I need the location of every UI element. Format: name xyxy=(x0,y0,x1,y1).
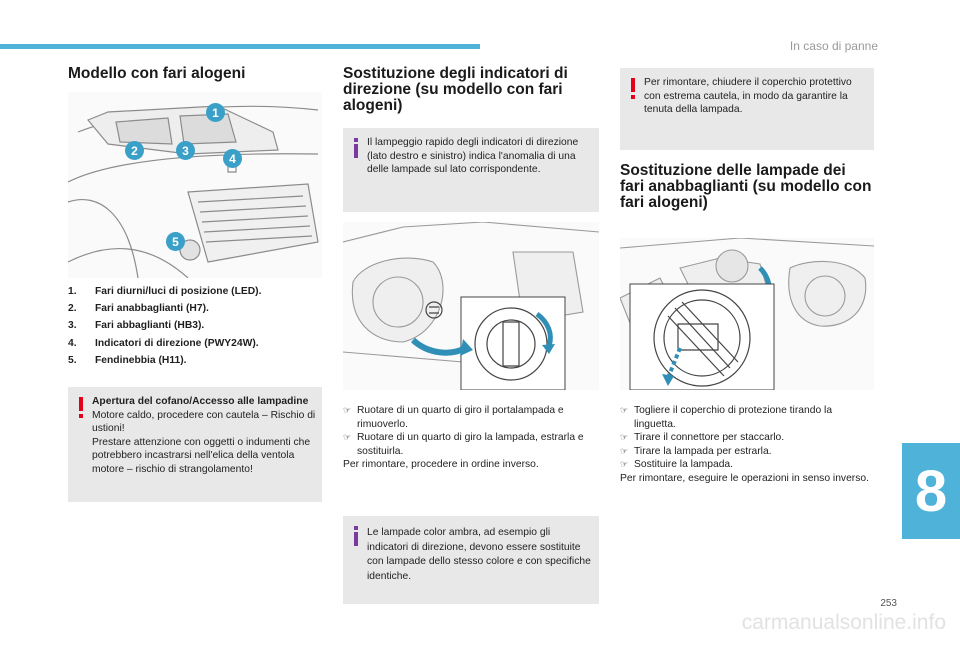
callout-2: 2 xyxy=(125,141,144,160)
dipped-beam-steps: ☞Togliere il coperchio di protezione tir… xyxy=(620,404,874,486)
warning-title: Apertura del cofano/Accesso alle lampadi… xyxy=(92,396,309,407)
finger-icon: ☞ xyxy=(620,459,629,470)
closing-text: Per rimontare, eseguire le operazioni in… xyxy=(620,472,869,484)
warning-icon xyxy=(631,78,635,99)
section-title: In caso di panne xyxy=(789,39,878,53)
warning-text: Prestare attenzione con oggetti o indume… xyxy=(92,436,311,475)
callout-3: 3 xyxy=(176,141,195,160)
list-item: ☞Sostituire la lampada. xyxy=(620,459,734,471)
column-indicators: Sostituzione degli indicatori di direzio… xyxy=(343,66,599,114)
callout-4: 4 xyxy=(223,149,242,168)
warning-box-cover: Per rimontare, chiudere il coperchio pro… xyxy=(620,68,874,150)
warning-text: Motore caldo, procedere con cautela – Ri… xyxy=(92,409,316,435)
info-text: Le lampade color ambra, ad esempio gli i… xyxy=(367,527,591,582)
finger-icon: ☞ xyxy=(620,445,629,456)
legend-item: 1.Fari diurni/luci di posizione (LED). xyxy=(68,286,262,297)
callout-1: 1 xyxy=(206,103,225,122)
warning-box-bonnet: Apertura del cofano/Accesso alle lampadi… xyxy=(68,387,322,502)
info-icon xyxy=(354,526,358,546)
warning-icon xyxy=(79,397,83,418)
header-bar xyxy=(0,44,480,49)
headlamp-illustration xyxy=(68,92,322,278)
info-icon xyxy=(354,138,358,158)
watermark: carmanualsonline.info xyxy=(741,611,946,634)
list-item: ☞Togliere il coperchio di protezione tir… xyxy=(620,405,833,430)
info-text: Il lampeggio rapido degli indicatori di … xyxy=(367,137,579,175)
callout-5: 5 xyxy=(166,232,185,251)
legend-item: 3.Fari abbaglianti (HB3). xyxy=(68,320,205,332)
legend-item: 5.Fendinebbia (H11). xyxy=(68,354,187,366)
list-item: ☞Ruotare di un quarto di giro il portala… xyxy=(343,405,564,430)
closing-text: Per rimontare, procedere in ordine inver… xyxy=(343,459,539,471)
chapter-tab: 8 xyxy=(902,443,960,539)
info-box-amber-bulbs: Le lampade color ambra, ad esempio gli i… xyxy=(343,516,599,604)
column-halogen-model: Modello con fari alogeni xyxy=(68,66,322,82)
finger-icon: ☞ xyxy=(343,432,352,443)
legend-item: 4.Indicatori di direzione (PWY24W). xyxy=(68,337,259,349)
heading-indicators: Sostituzione degli indicatori di direzio… xyxy=(343,65,568,114)
bulb-legend: 1.Fari diurni/luci di posizione (LED). 2… xyxy=(68,286,261,372)
indicator-steps: ☞Ruotare di un quarto di giro il portala… xyxy=(343,404,599,472)
column-dipped-beam: Sostituzione delle lampade dei fari anab… xyxy=(620,163,874,211)
list-item: ☞Tirare il connettore per staccarlo. xyxy=(620,432,785,444)
dipped-beam-illustration xyxy=(620,238,874,390)
page-number: 253 xyxy=(880,598,897,609)
legend-item: 2.Fari anabbaglianti (H7). xyxy=(68,303,209,315)
list-item: ☞Tirare la lampada per estrarla. xyxy=(620,445,772,457)
indicator-bulb-illustration xyxy=(343,222,599,390)
info-box-fast-flash: Il lampeggio rapido degli indicatori di … xyxy=(343,128,599,212)
list-item: ☞Ruotare di un quarto di giro la lampada… xyxy=(343,432,584,457)
warning-text: Per rimontare, chiudere il coperchio pro… xyxy=(644,77,852,115)
heading-halogen-model: Modello con fari alogeni xyxy=(68,65,246,82)
finger-icon: ☞ xyxy=(343,405,352,415)
finger-icon: ☞ xyxy=(620,405,629,415)
heading-dipped-beam: Sostituzione delle lampade dei fari anab… xyxy=(620,162,872,211)
finger-icon: ☞ xyxy=(620,432,629,443)
